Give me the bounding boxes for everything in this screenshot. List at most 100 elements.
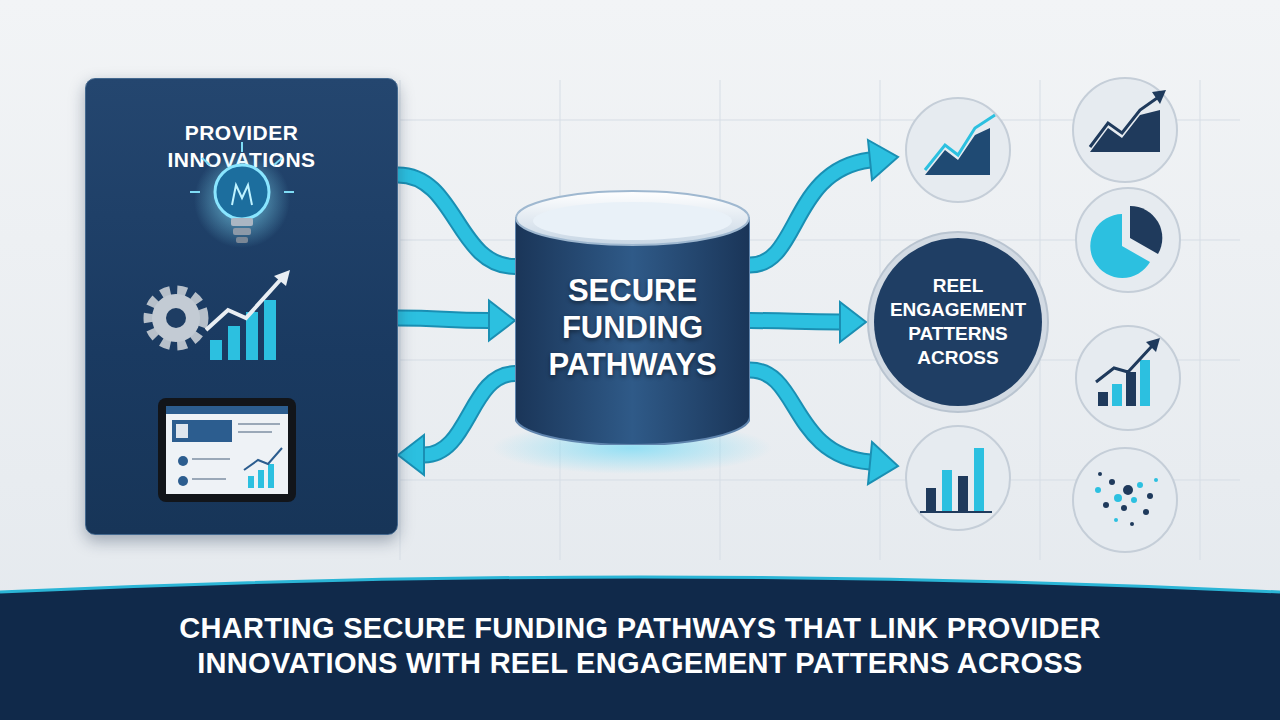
gear-chart-icon (149, 270, 290, 360)
node-label: REEL ENGAGEMENT PATTERNS ACROSS (880, 244, 1036, 400)
tablet-frame (158, 398, 296, 502)
flow-arrow (750, 302, 866, 342)
arrow-head (840, 302, 866, 342)
cylinder-store: SECURE FUNDING PATHWAYS (515, 190, 750, 445)
arrow-head (398, 435, 424, 475)
arrow-body (750, 160, 870, 265)
gear-teeth (149, 291, 203, 345)
flow-arrow (398, 301, 515, 341)
arrow-outline (424, 374, 515, 455)
arrow-body (750, 321, 840, 322)
arrow-outline (750, 370, 870, 462)
trend-line (1096, 346, 1152, 382)
avatar (176, 424, 188, 438)
arrow-outline (398, 318, 489, 321)
chart-circle (1073, 78, 1177, 182)
circle-frame (1076, 188, 1180, 292)
circle-frame (906, 426, 1010, 530)
trend-line (206, 278, 282, 330)
text-lines (192, 424, 280, 479)
chart-bar (958, 476, 968, 512)
lightbulb-icon (190, 142, 294, 248)
gear-hole (166, 308, 186, 328)
trend-head (1152, 90, 1166, 104)
chart-bar (248, 476, 254, 488)
chart-bar (1140, 360, 1150, 406)
pie-slice (1130, 206, 1162, 254)
chart-bar (1098, 392, 1108, 406)
chart-bar (926, 488, 936, 512)
trend-head (1146, 338, 1160, 352)
flow-arrow (750, 370, 898, 484)
circle-frame (1073, 78, 1177, 182)
bulb-base (233, 228, 251, 235)
focus-circle: REEL ENGAGEMENT PATTERNS ACROSS (866, 230, 1050, 414)
chart-circle (1076, 188, 1180, 292)
chart-circle (1073, 448, 1177, 552)
chart-axis (920, 511, 992, 513)
cylinder-top (516, 191, 749, 245)
pie-slice (1090, 214, 1150, 278)
arrow-body (398, 318, 489, 321)
arrow-head (489, 301, 515, 341)
tablet-icon (158, 398, 296, 502)
bulb-glow (194, 152, 290, 248)
scatter-dots (1095, 472, 1158, 526)
group-panel: PROVIDER INNOVATIONS (85, 78, 398, 535)
arrow-body (424, 374, 515, 455)
chart-bar (246, 312, 258, 360)
trend-line (925, 115, 995, 170)
cylinder-body (515, 218, 750, 445)
arrow-head (868, 140, 898, 180)
profile-card (172, 420, 232, 442)
bulb-base (231, 218, 253, 226)
arrow-head (868, 442, 898, 484)
circle-frame (906, 98, 1010, 202)
chart-bar (228, 326, 240, 360)
chart-bar (210, 340, 222, 360)
trend-line (1090, 96, 1160, 147)
trend-line (244, 448, 282, 470)
chart-bar (942, 470, 952, 512)
arrow-outline (398, 175, 515, 267)
band-edge (0, 577, 1280, 592)
caption-text: CHARTING SECURE FUNDING PATHWAYS THAT LI… (90, 611, 1190, 681)
chart-bar (1126, 372, 1136, 406)
chart-bar (258, 470, 264, 488)
gear-body (152, 294, 200, 342)
flow-arrow (750, 140, 898, 265)
circle-frame (1073, 448, 1177, 552)
bulb-filament (232, 185, 252, 205)
chart-bar (974, 448, 984, 512)
arrow-body (398, 175, 515, 267)
chart-circle (906, 426, 1010, 530)
tablet-bar (166, 406, 288, 414)
panel-heading: PROVIDER INNOVATIONS (126, 119, 357, 173)
arrow-outline (750, 321, 840, 322)
trend-head (274, 270, 290, 286)
bulb-glass (215, 165, 269, 219)
tablet-screen (166, 406, 288, 494)
chart-bar (1112, 384, 1122, 406)
chart-circle (1076, 326, 1180, 430)
cylinder-rim (533, 202, 732, 240)
circle-ring (868, 232, 1048, 412)
node-label: SECURE FUNDING PATHWAYS (533, 250, 732, 405)
avatar (178, 456, 188, 466)
chart-bar (264, 300, 276, 360)
chart-bar (268, 464, 274, 488)
circle-outline (866, 230, 1050, 414)
circle-frame (1076, 326, 1180, 430)
circle-fill (874, 238, 1042, 406)
arrow-outline (750, 160, 870, 265)
chart-circle (906, 98, 1010, 202)
avatar (178, 476, 188, 486)
caption-band (0, 577, 1280, 720)
arrow-body (750, 370, 870, 462)
flow-arrow (398, 175, 515, 267)
area-chart (925, 128, 990, 175)
grid-lines (400, 80, 1240, 560)
